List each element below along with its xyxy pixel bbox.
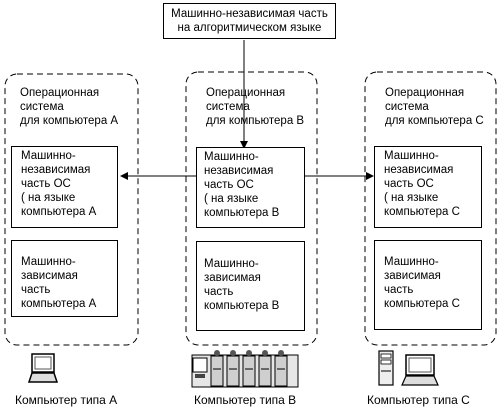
independent-part-box-c: Машинно- независимая часть ОС ( на языке… xyxy=(374,146,482,228)
independent-part-box-a: Машинно- независимая часть ОС ( на языке… xyxy=(11,146,118,228)
laptop-icon xyxy=(28,353,58,383)
os-label-a: Операционная система для компьютера А xyxy=(20,87,119,127)
os-label-c: Операционная система для компьютера С xyxy=(385,87,484,127)
dependent-part-box-b: Машинно- зависимая часть компьютера В xyxy=(196,241,305,331)
independent-part-box-b: Машинно- независимая часть ОС ( на языке… xyxy=(196,147,305,228)
dependent-part-text-a: Машинно- зависимая часть компьютера А xyxy=(21,256,97,310)
independent-part-text-b: Машинно- независимая часть ОС ( на языке… xyxy=(204,151,280,219)
caption-computer-b: Компьютер типа В xyxy=(194,393,297,407)
tower-and-laptop-icon xyxy=(378,350,439,386)
os-container-b xyxy=(185,71,318,346)
top-box-line2: на алгоритмическом языке xyxy=(177,22,322,34)
independent-part-text-a: Машинно- независимая часть ОС ( на языке… xyxy=(21,150,97,218)
os-container-a xyxy=(4,73,139,346)
os-label-b: Операционная система для компьютера В xyxy=(206,87,305,127)
dependent-part-box-c: Машинно- зависимая часть компьютера С xyxy=(374,240,482,330)
caption-computer-c: Компьютер типа С xyxy=(367,393,470,407)
caption-computer-a: Компьютер типа А xyxy=(15,393,118,407)
top-box-line1: Машинно-независимая часть xyxy=(171,8,328,20)
dependent-part-text-b: Машинно- зависимая часть компьютера В xyxy=(204,258,280,312)
rack-server-icon xyxy=(191,350,299,388)
dependent-part-box-a: Машинно- зависимая часть компьютера А xyxy=(11,240,118,317)
machine-independent-source-box: Машинно-независимая часть на алгоритмиче… xyxy=(163,3,336,39)
os-container-c xyxy=(364,71,497,346)
dependent-part-text-c: Машинно- зависимая часть компьютера С xyxy=(384,256,460,310)
independent-part-text-c: Машинно- независимая часть ОС ( на языке… xyxy=(384,150,460,218)
